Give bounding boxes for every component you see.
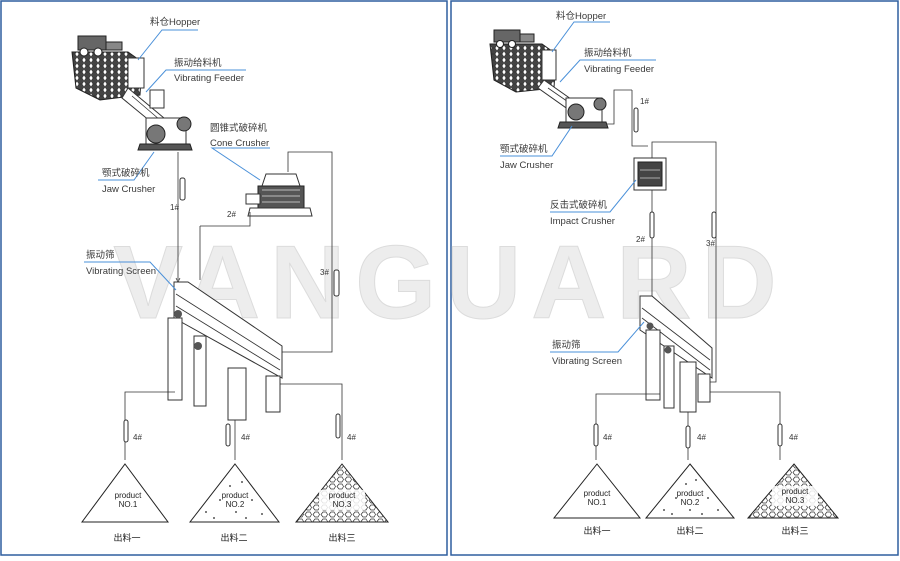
left-jaw-cn: 颚式破碎机	[102, 167, 150, 179]
right-impact-en: Impact Crusher	[550, 216, 615, 227]
right-hopper	[489, 29, 557, 93]
left-cone-crusher	[245, 173, 313, 217]
right-belt-4a	[593, 423, 599, 447]
right-impact-cn: 反击式破碎机	[550, 199, 608, 211]
left-pile-2-speckles	[205, 481, 263, 519]
right-feeder-en: Vibrating Feeder	[584, 64, 654, 75]
left-pile-1	[81, 463, 169, 523]
right-hopper-label: 料仓Hopper	[556, 10, 606, 22]
right-flow-diagram: 1# 2# 3# 4# 4# 4# product NO.1 product N…	[489, 10, 840, 536]
right-pile-3-num: NO.3	[786, 496, 805, 505]
left-jaw-crusher	[137, 116, 193, 151]
right-hopper-callout	[551, 21, 610, 53]
right-pile-1	[552, 463, 642, 519]
right-belt-num-4c: 4#	[789, 433, 798, 442]
right-pile-2-num: NO.2	[681, 498, 700, 507]
right-jaw-crusher	[557, 97, 609, 129]
left-pile-3-label: product	[329, 491, 356, 500]
left-output-1: 出料一	[113, 532, 140, 543]
left-belt-num-4a: 4#	[133, 433, 142, 442]
right-belt-num-4b: 4#	[697, 433, 706, 442]
right-feeder-callout	[559, 59, 656, 83]
left-pile-2	[188, 463, 281, 523]
left-jaw-en: Jaw Crusher	[102, 184, 155, 195]
right-belt-1	[633, 107, 639, 133]
left-cone-callout	[210, 147, 270, 181]
right-belt-num-1: 1#	[640, 97, 649, 106]
left-pile-2-label: product	[222, 491, 249, 500]
left-hopper	[71, 35, 145, 101]
right-belt-2	[649, 211, 655, 239]
left-pile-1-num: NO.1	[119, 500, 138, 509]
right-pile-2	[644, 463, 736, 519]
left-belt-3	[333, 269, 340, 297]
right-belt-4c	[777, 423, 783, 447]
left-feeder-callout	[145, 69, 246, 93]
left-hopper-label: 料仓Hopper	[150, 16, 200, 28]
right-output-3: 出料三	[781, 525, 808, 536]
right-screen-en: Vibrating Screen	[552, 356, 622, 367]
left-vibrating-screen	[167, 281, 283, 421]
right-belt-num-3: 3#	[706, 239, 715, 248]
left-feeder-en: Vibrating Feeder	[174, 73, 244, 84]
right-screen-callout	[550, 321, 645, 353]
right-jaw-callout	[500, 125, 573, 157]
right-pile-1-label: product	[584, 489, 611, 498]
left-screen-callout	[84, 261, 177, 291]
right-output-2: 出料二	[676, 525, 703, 536]
right-jaw-cn: 颚式破碎机	[500, 143, 548, 155]
right-belt-num-4a: 4#	[603, 433, 612, 442]
right-output-1: 出料一	[583, 525, 610, 536]
left-output-2: 出料二	[220, 532, 247, 543]
left-cone-cn: 圆锥式破碎机	[210, 122, 268, 134]
left-belt-4a	[123, 419, 129, 443]
left-belt-num-4c: 4#	[347, 433, 356, 442]
right-feeder-cn: 振动给料机	[584, 47, 632, 59]
left-screen-cn: 振动筛	[86, 249, 115, 261]
left-belt-num-1: 1#	[170, 203, 179, 212]
left-cone-en: Cone Crusher	[210, 138, 269, 149]
right-belt-num-2: 2#	[636, 235, 645, 244]
right-pile-2-speckles	[663, 479, 719, 515]
left-belt-num-2: 2#	[227, 210, 236, 219]
left-screen-en: Vibrating Screen	[86, 266, 156, 277]
right-belt-3	[711, 211, 717, 239]
left-pile-3-num: NO.3	[333, 500, 352, 509]
right-belt-4b	[685, 425, 691, 449]
right-pile-3-label: product	[782, 487, 809, 496]
left-jaw-callout	[98, 151, 155, 181]
left-belt-num-4b: 4#	[241, 433, 250, 442]
left-hopper-callout	[137, 29, 198, 61]
right-impact-callout	[550, 179, 637, 213]
right-vibrating-screen	[639, 295, 713, 413]
left-pile-2-num: NO.2	[226, 500, 245, 509]
left-output-3: 出料三	[328, 532, 355, 543]
right-jaw-en: Jaw Crusher	[500, 160, 553, 171]
right-screen-cn: 振动筛	[552, 339, 581, 351]
left-belt-1	[179, 177, 186, 201]
left-pile-1-label: product	[115, 491, 142, 500]
left-flow-diagram: 1# 2# 3# 4# 4# 4# product NO.1 product N…	[71, 16, 390, 543]
left-panel-border	[0, 0, 448, 556]
right-impact-crusher	[633, 141, 668, 191]
left-feeder-cn: 振动给料机	[174, 57, 222, 69]
right-pile-2-label: product	[677, 489, 704, 498]
left-belt-4b	[225, 423, 231, 447]
left-belt-num-3: 3#	[320, 268, 329, 277]
right-pile-1-num: NO.1	[588, 498, 607, 507]
left-belt-4c	[335, 413, 341, 439]
right-panel-border	[450, 0, 899, 556]
